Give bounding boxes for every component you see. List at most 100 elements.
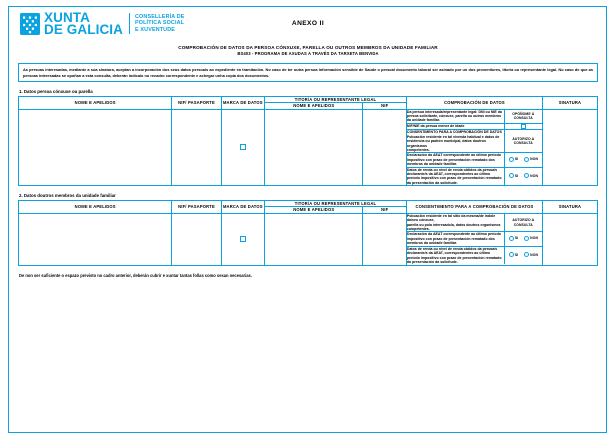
table-data-row: Da persoa interesada/representante legal… [17,108,599,187]
field-titor-nif[interactable] [362,212,407,266]
col-nif-pasaporte: NIF/ PASAPORTE [171,96,222,110]
anexo-label: ANEXO II [291,20,325,27]
field-nif-pasaporte[interactable] [171,108,222,187]
comprobacion-row: Datos de renda ou nivel de renda obtidos… [406,166,542,186]
field-nome-apelidos[interactable] [17,212,173,266]
section-1-table: NOME E APELIDOS NIF/ PASAPORTE MARCA DE … [17,96,599,187]
table-header-row-sub: NOME E APELIDOS NIF [19,102,598,110]
col-marca-datos: MARCA DE DATOS [220,200,266,214]
col-nome-apelidos: NOME E APELIDOS [17,200,173,214]
conselleria-line1: CONSELLERÍA DE [135,13,185,20]
section-2-table: NOME E APELIDOS NIF/ PASAPORTE MARCA DE … [17,200,599,266]
document-content: XUNTA DE GALICIA CONSELLERÍA DE POLÍTICA… [17,10,599,278]
col-comprobacion-datos: COMPROBACIÓN DE DATOS [405,96,543,110]
consentimento-row: Poboación residente en tal sitio da mesm… [406,213,542,233]
table-header-row-top: NOME E APELIDOS NIF/ PASAPORTE MARCA DE … [17,200,599,214]
field-sinatura[interactable] [541,108,599,187]
comprobacion-row-3-line2: Poboación residente en tal vivenda habit… [406,134,500,148]
consentimento-row-1-line3: competentes. [406,227,430,232]
oponome-label-line2: CONSULTA [513,116,533,121]
consentimento-row-3-control[interactable]: SI NON [503,245,542,265]
col-marca-datos: MARCA DE DATOS [220,96,266,110]
field-sinatura[interactable] [541,212,599,266]
section-2-title: 2. Datos doutros membros da unidade fami… [19,193,116,199]
col-sinatura: SINATURA [541,200,599,214]
comprobacion-row-5-text: Datos de renda ou nivel de renda obtidos… [406,166,505,186]
row-4-radio-non[interactable] [523,156,529,162]
field-marca-datos[interactable] [220,108,266,187]
conselleria-line3: E XUVENTUDE [135,26,176,33]
consentimento-cell: Poboación residente en tal sitio da mesm… [405,212,543,266]
field-nome-apelidos[interactable] [17,108,173,187]
comprobacion-row-3-control[interactable]: AUTORIZO A CONSULTA [503,129,542,154]
field-marca-datos[interactable] [220,212,266,266]
xunta-logo: XUNTA DE GALICIA CONSELLERÍA DE POLÍTICA… [20,10,185,37]
s2-row-3-label-non: NON [530,252,538,257]
xunta-line1: XUNTA [44,10,90,25]
autorizo-label-line1: AUTORIZO A [512,218,535,223]
comprobacion-cell: Da persoa interesada/representante legal… [405,108,543,187]
col-titor-nif: NIF [362,206,407,214]
s2-row-2-label-si: SI [514,236,519,241]
comprobacion-row-5-control[interactable]: SI NON [503,166,542,186]
consentimento-row-1-text: Poboación residente en tal sitio da mesm… [406,213,505,233]
comprobacion-row-3-text: CONSENTIMENTO PARA A COMPROBACIÓN DE DAT… [406,129,505,154]
row-5-label-si: SI [514,173,519,178]
marca-datos-checkbox[interactable] [239,235,247,243]
row-5-label-non: NON [530,173,538,178]
col-consentimento: CONSENTIMENTO PARA A COMPROBACIÓN DE DAT… [405,200,543,214]
s2-row-3-radio-si[interactable] [508,252,514,258]
marca-datos-checkbox[interactable] [239,143,247,151]
col-sinatura: SINATURA [541,96,599,110]
autorizo-label-line1: AUTORIZO A [512,137,535,142]
s2-row-2-label-non: NON [530,236,538,241]
comprobacion-row-4-text: Declaración da AEAT correspondente ao úl… [406,152,505,168]
consentimento-row-3-text: Datos de renda ou nivel de renda obtidos… [406,245,505,265]
consentimento-row: Datos de renda ou nivel de renda obtidos… [406,245,542,265]
comprobacion-row: CONSENTIMENTO PARA A COMPROBACIÓN DE DAT… [406,129,542,154]
oponome-label-line1: OPÓÑOME Á [512,112,535,116]
autorizo-label-line2: CONSULTA [513,222,533,227]
document-title-line1: COMPROBACIÓN DE DATOS DA PERSOA CÓNXUXE,… [178,45,438,50]
row-5-radio-non[interactable] [523,173,529,179]
comprobacion-row-1-control[interactable]: OPÓÑOME Á CONSULTA [503,109,542,124]
comprobacion-inner-table: Da persoa interesada/representante legal… [406,109,542,186]
consentimento-row-1-line1: Poboación residente en tal sitio da mesm… [406,213,496,223]
xunta-wordmark: XUNTA DE GALICIA [44,10,124,37]
s2-row-2-radio-si[interactable] [508,235,514,241]
autorizo-label-line2: CONSULTA [513,141,533,146]
table-header-row-sub: NOME E APELIDOS NIF [19,206,598,214]
consentimento-row: Declaración da AEAT correspondente ao úl… [406,231,542,247]
consentimento-row-1-line2: parella ou pola interesado/a, datos dout… [406,222,501,227]
field-titor-nome[interactable] [264,108,364,187]
comprobacion-row-4-control[interactable]: SI NON [503,152,542,168]
document-title-block: COMPROBACIÓN DE DATOS DA PERSOA CÓNXUXE,… [18,45,598,57]
table-header-row-top: NOME E APELIDOS NIF/ PASAPORTE MARCA DE … [17,96,599,110]
s2-row-3-radio-non[interactable] [523,252,529,258]
comprobacion-row: Declaración da AEAT correspondente ao úl… [406,152,542,168]
consentimento-row-2-control[interactable]: SI NON [503,231,542,247]
section-1-title: 1. Datos persoa cónxuxe ou parella [19,89,93,95]
col-nif-pasaporte: NIF/ PASAPORTE [171,200,222,214]
section-2: 2. Datos doutros membros da unidade fami… [17,193,599,266]
consentimento-row-1-control[interactable]: AUTORIZO A CONSULTA [503,213,542,233]
document-header: XUNTA DE GALICIA CONSELLERÍA DE POLÍTICA… [18,10,598,44]
footnote-text: De non ser suficiente o espazo previsto … [19,272,252,278]
nif-menor-checkbox[interactable] [520,123,527,130]
document-title-line2: BS403 - PROGRAMA DE AXUDAS A TRAVÉS DA T… [237,51,379,56]
s2-row-2-radio-non[interactable] [523,235,529,241]
logo-divider [129,13,131,34]
s2-row-3-label-si: SI [514,252,519,257]
field-nif-pasaporte[interactable] [171,212,222,266]
section-1: 1. Datos persoa cónxuxe ou parella NOME … [17,89,599,187]
row-5-radio-si[interactable] [508,173,514,179]
field-titor-nome[interactable] [264,212,364,266]
col-nome-apelidos: NOME E APELIDOS [17,96,173,110]
comprobacion-row: Da persoa interesada/representante legal… [406,109,542,124]
field-titor-nif[interactable] [362,108,407,187]
xunta-line2: DE GALICIA [44,21,124,37]
comprobacion-row-3-line1: CONSENTIMENTO PARA A COMPROBACIÓN DE DAT… [406,130,502,135]
galicia-shield-icon [20,12,40,35]
row-4-radio-si[interactable] [508,156,514,162]
